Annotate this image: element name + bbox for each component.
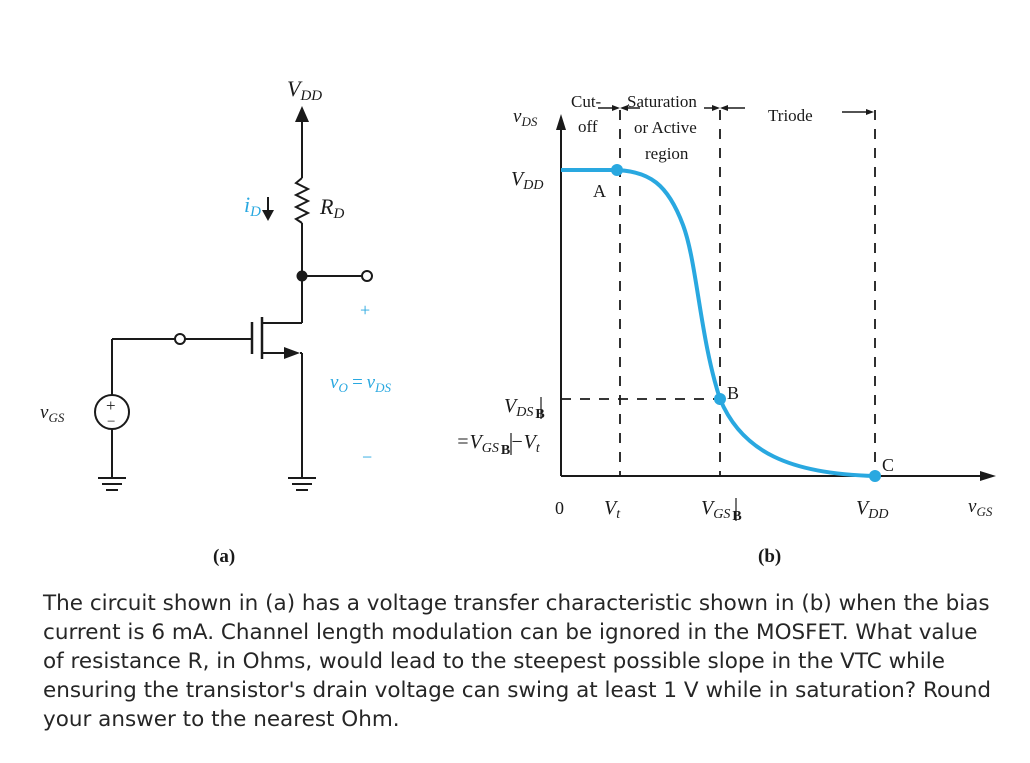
- point-a-marker: [611, 164, 623, 176]
- id-arrow-icon: [262, 210, 274, 221]
- region-sat-line2: or Active: [634, 118, 697, 137]
- gate-terminal: [174, 333, 186, 345]
- caption-a: (a): [213, 546, 235, 567]
- xtick-vdd: VDD: [856, 497, 888, 522]
- drain-resistor: [293, 177, 311, 224]
- ytick-vdd: VDD: [511, 168, 543, 193]
- vgs-source-plus: +: [106, 396, 116, 415]
- output-terminal: [361, 270, 373, 282]
- point-c-marker: [869, 470, 881, 482]
- region-cutoff-line1: Cut-: [571, 92, 602, 111]
- circuit-diagram: [94, 106, 373, 491]
- rd-label: RD: [319, 194, 344, 222]
- id-label: iD: [244, 192, 261, 220]
- cutoff-right-arrow: [612, 105, 620, 111]
- vgs-source-minus: −: [107, 414, 115, 430]
- vgs-label: vGS: [40, 402, 65, 425]
- xtick-zero: 0: [555, 498, 564, 518]
- output-plus-sign: +: [360, 300, 370, 320]
- x-axis-arrow: [980, 471, 996, 481]
- region-triode: Triode: [768, 106, 813, 125]
- triode-right-arrow: [866, 109, 874, 115]
- triode-left-arrow: [720, 105, 728, 111]
- xtick-vt: Vt: [604, 497, 621, 522]
- vdd-arrow: [295, 106, 309, 122]
- question-text: The circuit shown in (a) has a voltage t…: [43, 591, 992, 732]
- vo-label: vO=vDS: [330, 372, 391, 395]
- region-sat-line3: region: [645, 144, 689, 163]
- vtc-curve: [561, 168, 876, 478]
- point-c-label: C: [882, 455, 894, 475]
- y-axis-arrow: [556, 114, 566, 130]
- region-sat-line1: Saturation: [627, 92, 697, 111]
- vtc-plot: [556, 105, 996, 482]
- region-cutoff-line2: off: [578, 117, 598, 136]
- point-b-label: B: [727, 383, 739, 403]
- y-axis-label: vDS: [513, 106, 538, 129]
- figure: VDD iD RD + − vO=vDS vGS + − (a): [40, 76, 996, 567]
- vdd-label: VDD: [287, 76, 322, 104]
- sat-right-arrow: [712, 105, 720, 111]
- output-minus-sign: −: [362, 447, 372, 467]
- point-b-marker: [714, 393, 726, 405]
- x-axis-label: vGS: [968, 496, 993, 519]
- mosfet-source-arrow: [284, 347, 300, 359]
- point-a-label: A: [593, 181, 606, 201]
- sat-left-arrow: [620, 105, 628, 111]
- caption-b: (b): [758, 546, 781, 567]
